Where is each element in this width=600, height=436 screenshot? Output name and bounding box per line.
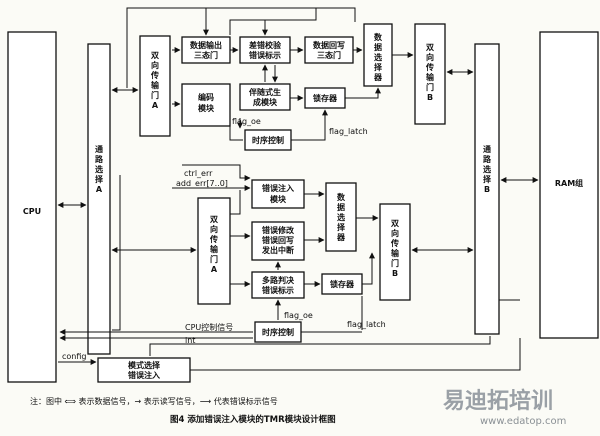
timing-control-bottom-block: 时序控制 [254, 321, 302, 343]
signal-int: int [185, 336, 195, 345]
data-output-line2: 三态门 [194, 50, 218, 60]
latch-bottom-label: 锁存器 [330, 279, 355, 289]
signal-config: config [62, 352, 86, 361]
ram-label: RAM组 [555, 178, 583, 188]
mux-bottom-label: 数据选择器 [336, 192, 346, 242]
error-fix-line3: 发出中断 [261, 245, 294, 255]
legend-note: 注：图中 ⟺ 表示数据信号，→ 表示读写信号，⟶ 代表错误标示信号 [30, 396, 278, 406]
latch-top-label: 锁存器 [313, 93, 338, 103]
error-inject-block: 错误注入 模块 [251, 179, 305, 209]
data-buses [57, 52, 539, 253]
signal-cpu-ctrl: CPU控制信号 [185, 322, 233, 332]
majority-vote-line2: 错误标示 [262, 285, 294, 295]
signal-flag-latch-bottom: flag_latch [347, 320, 386, 329]
ram-block: RAM组 [539, 31, 599, 339]
mode-select-line1: 模式选择 [128, 360, 161, 370]
signal-flag-oe-top: flag_oe [232, 117, 261, 126]
watermark-url: www.edatop.com [480, 416, 566, 427]
cpu-block: CPU [7, 31, 57, 383]
error-inject-line2: 模块 [270, 194, 287, 204]
ecc-check-block: 差错校验 错误标示 [239, 36, 291, 64]
mode-select-block: 模式选择 错误注入 [97, 357, 191, 383]
encoder-line1: 编码 [198, 92, 214, 102]
error-fix-line1: 错误修改 [262, 225, 295, 235]
cpu-label: CPU [23, 207, 41, 216]
mode-select-line2: 错误注入 [128, 370, 160, 380]
mux-bottom-block: 数据选择器 [325, 182, 357, 252]
signal-flag-oe-bottom: flag_oe [284, 311, 313, 320]
companion-gen-line2: 成模块 [253, 97, 278, 107]
error-fix-line2: 错误回写 [262, 235, 294, 245]
majority-vote-block: 多路判决 错误标示 [251, 271, 305, 299]
data-output-tristate-block: 数据输出 三态门 [181, 36, 231, 64]
figure-caption: 图4 添加错误注入模块的TMR模块设计框图 [170, 414, 336, 425]
companion-gen-block: 伴随式生 成模块 [239, 83, 291, 111]
error-inject-line1: 错误注入 [262, 183, 294, 193]
timing-control-bottom-label: 时序控制 [262, 327, 294, 337]
timing-control-top-label: 时序控制 [252, 135, 284, 145]
encoder-line2: 模块 [198, 103, 215, 113]
signal-ctrl-err: ctrl_err [184, 169, 213, 178]
latch-bottom-block: 锁存器 [321, 273, 363, 295]
ecc-check-line1: 差错校验 [248, 40, 282, 50]
data-writeback-tristate-block: 数据回写 三态门 [304, 36, 354, 64]
watermark-brand: 易迪拓培训 [443, 388, 553, 414]
ecc-check-line2: 错误标示 [249, 50, 281, 60]
mux-top-label: 数据选择器 [373, 32, 383, 82]
signal-wires [58, 7, 521, 371]
latch-top-block: 锁存器 [304, 87, 346, 109]
timing-control-top-block: 时序控制 [244, 129, 292, 151]
mux-top-block: 数据选择器 [363, 23, 393, 87]
companion-gen-line1: 伴随式生 [248, 87, 281, 97]
data-writeback-line1: 数据回写 [313, 40, 345, 50]
signal-add-err: add_err[7..0] [176, 179, 228, 188]
signal-flag-latch-top: flag_latch [329, 127, 368, 136]
data-writeback-line2: 三态门 [317, 50, 341, 60]
encoder-block: 编码 模块 [181, 83, 231, 127]
error-fix-block: 错误修改 错误回写 发出中断 [251, 221, 305, 261]
data-output-line1: 数据输出 [190, 40, 222, 50]
majority-vote-line1: 多路判决 [262, 275, 295, 285]
